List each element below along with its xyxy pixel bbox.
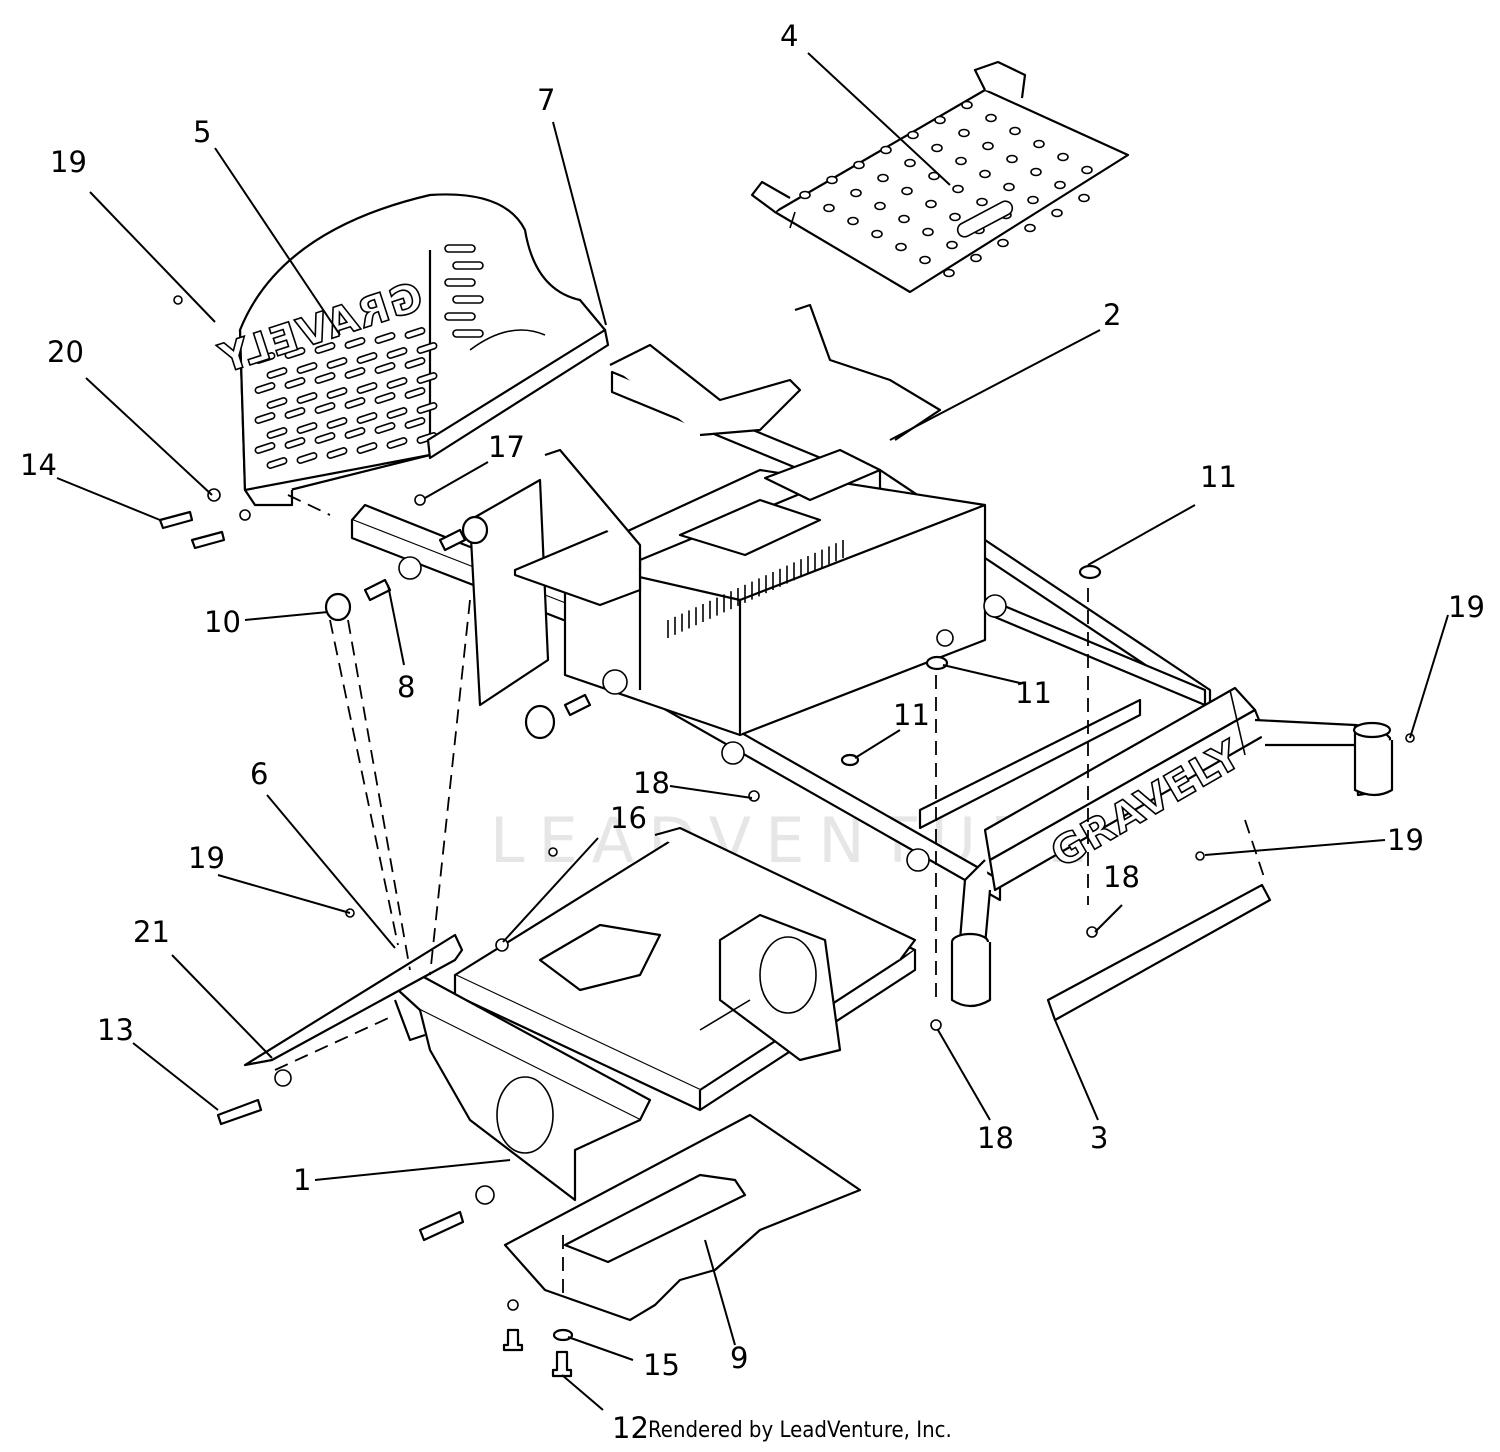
callout-11-right: 11	[1200, 460, 1237, 494]
callout-2: 2	[1103, 298, 1121, 332]
callout-19-lower-right: 19	[1387, 823, 1424, 857]
callout-18-bottom: 18	[977, 1121, 1014, 1155]
part-7-trim-strip[interactable]	[426, 328, 610, 460]
callout-16: 16	[610, 801, 647, 835]
panel-slot-pattern	[254, 244, 484, 469]
callout-9: 9	[730, 1341, 748, 1375]
callout-3: 3	[1090, 1121, 1108, 1155]
callout-20: 20	[47, 335, 84, 369]
callout-17: 17	[488, 430, 525, 464]
callout-1: 1	[293, 1163, 311, 1197]
plate-hole-pattern	[799, 100, 1093, 278]
callout-18-right: 18	[1103, 860, 1140, 894]
callout-15: 15	[643, 1348, 680, 1382]
callout-8: 8	[397, 670, 415, 704]
part-1-front-frame[interactable]	[393, 826, 917, 1202]
callout-6: 6	[250, 757, 268, 791]
leader-lines	[56, 52, 1449, 1411]
callout-14: 14	[20, 448, 57, 482]
callout-19-lower-left: 19	[188, 841, 225, 875]
callout-11-middle: 11	[1015, 676, 1052, 710]
part-9-bottom-plate[interactable]	[503, 1113, 862, 1322]
part-3-strip[interactable]	[1046, 883, 1272, 1022]
assembly-lines	[274, 494, 1266, 1300]
hardware[interactable]	[158, 295, 1415, 1378]
callout-4: 4	[780, 19, 798, 53]
callout-19-right: 19	[1448, 590, 1485, 624]
part-6-front-bracket[interactable]	[243, 933, 464, 1067]
engine-box-vents	[667, 540, 844, 638]
callout-7: 7	[537, 83, 555, 117]
callout-5: 5	[193, 115, 211, 149]
callout-21: 21	[133, 915, 170, 949]
callout-12: 12	[612, 1411, 649, 1445]
callout-10: 10	[204, 605, 241, 639]
callouts: 4 5 7 19 2 20 14 17 11 19 10 8 11 11 18 …	[20, 19, 1485, 1445]
render-credit: Rendered by LeadVenture, Inc.	[648, 1418, 952, 1443]
callout-18-upper: 18	[633, 766, 670, 800]
callout-13: 13	[97, 1013, 134, 1047]
callout-11-left: 11	[893, 698, 930, 732]
part-5-perforated-panel[interactable]: GRAVELY	[212, 193, 607, 507]
part-2-main-frame[interactable]: GRAVELY	[350, 303, 1394, 1008]
part-4-floor-plate[interactable]	[750, 60, 1130, 294]
callout-19-top-left: 19	[50, 145, 87, 179]
